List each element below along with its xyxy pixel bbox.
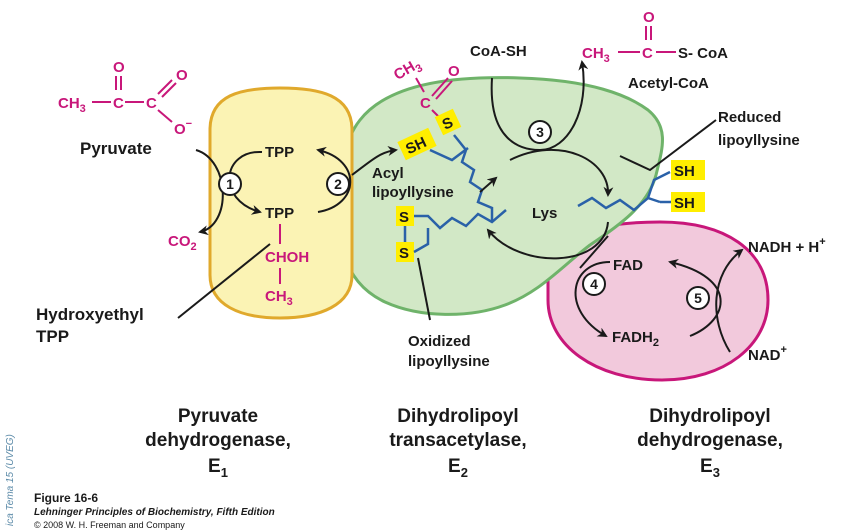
e2-name-3: E2 xyxy=(448,456,468,480)
figure-number: Figure 16-6 xyxy=(34,491,98,505)
e1-name-3: E1 xyxy=(208,456,228,480)
e2-name-1: Dihydrolipoyl xyxy=(397,406,518,427)
lys-label: Lys xyxy=(532,205,557,222)
oxidized-label-2: lipoyllysine xyxy=(408,353,490,370)
acyl-c: C xyxy=(420,95,431,112)
step-4-number: 4 xyxy=(590,276,598,292)
pyruvate-structure: CH3 C C O O O− xyxy=(58,59,192,138)
reduced-label-2: lipoyllysine xyxy=(718,132,800,149)
svg-text:CH3: CH3 xyxy=(58,95,86,115)
acyl-label-2: lipoyllysine xyxy=(372,184,454,201)
acyl-o: O xyxy=(448,63,460,80)
acetylcoa-c: C xyxy=(642,45,653,62)
e3-name-1: Dihydrolipoyl xyxy=(649,406,770,427)
step-3-number: 3 xyxy=(536,124,544,140)
acyl-label-1: Acyl xyxy=(372,165,404,182)
reduced-label-1: Reduced xyxy=(718,109,781,126)
step-1-number: 1 xyxy=(226,176,234,192)
fadh2-label: FADH2 xyxy=(612,329,659,349)
pyruvate-ch3: CH xyxy=(58,95,80,112)
hydroxyethyl-label-1: Hydroxyethyl xyxy=(36,305,144,324)
pyruvate-c1: C xyxy=(113,95,124,112)
acyl-group: CH3 xyxy=(391,55,425,86)
reduced-sh-1: SH xyxy=(674,163,695,180)
step-4-circle xyxy=(582,272,606,296)
reduced-sh-2: SH xyxy=(674,195,695,212)
pyruvate-o1: O xyxy=(113,59,125,76)
pyruvate-o-minus: O xyxy=(174,121,186,138)
pyruvate-c2: C xyxy=(146,95,157,112)
acetylcoa-ch3: CH3 xyxy=(582,45,610,65)
side-caption: ica Tema 15 (UVEG) xyxy=(5,434,16,526)
oxidized-label-1: Oxidized xyxy=(408,333,471,350)
step-5-circle xyxy=(686,286,710,310)
oxidized-s-top: S xyxy=(399,209,409,226)
figure-book: Lehninger Principles of Biochemistry, Fi… xyxy=(34,507,275,518)
svg-text:O−: O− xyxy=(174,118,192,138)
chohi-label: CHOH xyxy=(265,249,309,266)
nadh-label: NADH + H+ xyxy=(748,236,826,256)
e1-ch3: CH3 xyxy=(265,288,293,308)
e3-name-2: dehydrogenase, xyxy=(637,430,783,451)
pyruvate-o2: O xyxy=(176,67,188,84)
fad-label: FAD xyxy=(613,257,643,274)
step-2-number: 2 xyxy=(334,176,342,192)
e1-enzyme-shape xyxy=(208,86,354,320)
e1-name-2: dehydrogenase, xyxy=(145,430,291,451)
tpp-bottom: TPP xyxy=(265,205,294,222)
tpp-top: TPP xyxy=(265,144,294,161)
nad-label: NAD+ xyxy=(748,344,787,364)
figure-copyright: © 2008 W. H. Freeman and Company xyxy=(34,520,185,530)
acetylcoa-o: O xyxy=(643,9,655,26)
co2-label: CO2 xyxy=(168,233,197,253)
e2-name-2: transacetylase, xyxy=(389,430,526,451)
e1-name-1: Pyruvate xyxy=(178,406,258,427)
step-3-circle xyxy=(528,120,552,144)
acetylcoa-s: S- CoA xyxy=(678,45,728,62)
hydroxyethyl-label-2: TPP xyxy=(36,327,69,346)
coash-label: CoA-SH xyxy=(470,43,527,60)
step-5-number: 5 xyxy=(694,290,702,306)
e3-name-3: E3 xyxy=(700,456,720,480)
svg-text:CH3: CH3 xyxy=(391,55,425,86)
step-1-circle xyxy=(218,172,242,196)
step-2-circle xyxy=(326,172,350,196)
oxidized-s-bottom: S xyxy=(399,245,409,262)
acetylcoa-label: Acetyl-CoA xyxy=(628,75,709,92)
pyruvate-label: Pyruvate xyxy=(80,139,152,158)
